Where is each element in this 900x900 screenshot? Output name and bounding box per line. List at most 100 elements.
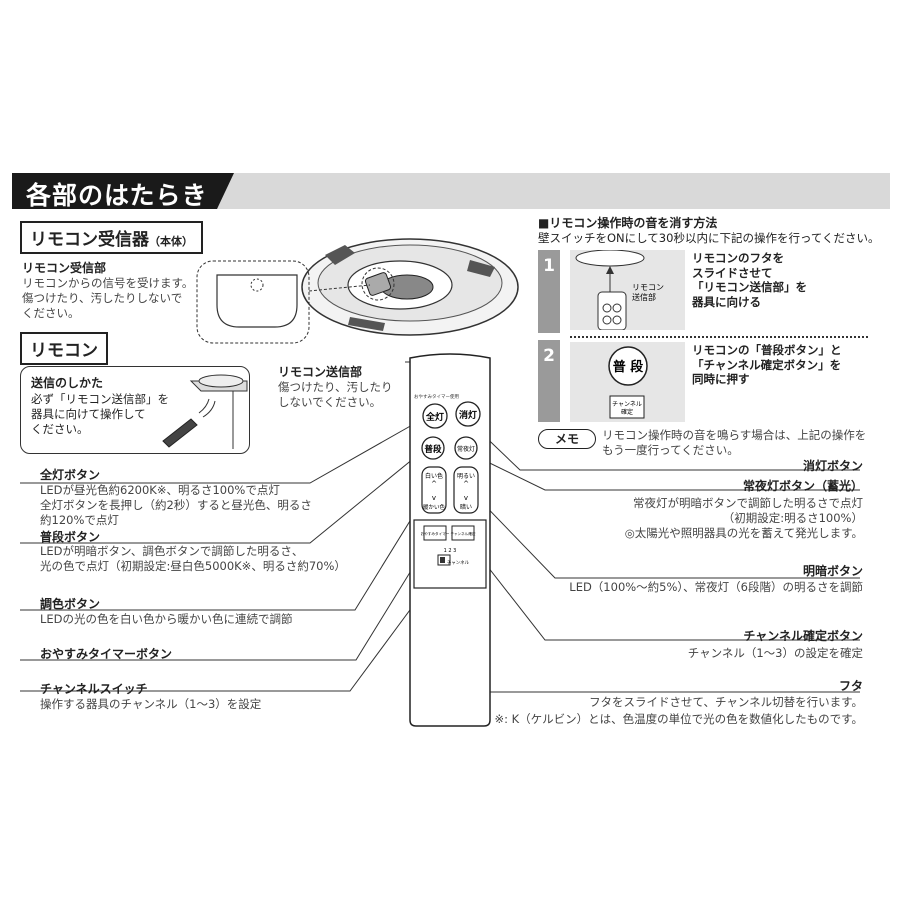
step-1-drawing: リモコン 送信部 <box>575 249 664 331</box>
sending-desc-line: ください。 <box>31 422 89 436</box>
night-light-desc-line: （初期設定:明るさ100%） <box>722 511 863 525</box>
lid-desc-line: フタをスライドさせて、チャンネル切替を行います。 <box>589 695 863 709</box>
step-2-confirm-label: チャンネル <box>612 401 642 408</box>
channel-confirm-button[interactable]: チャンネル確定 <box>450 525 476 541</box>
channel-switch-desc: 操作する器具のチャンネル（1～3）を設定 <box>40 697 261 712</box>
zoom-callout <box>196 260 395 344</box>
all-on-desc: LEDが昼光色約6200K※、明るさ100%で点灯 全灯ボタンを長押し（約2秒）… <box>40 483 312 528</box>
sensor-icon <box>250 278 264 292</box>
brightness-desc: LED（100%～約5%）、常夜灯（6段階）の明るさを調節 <box>569 580 863 595</box>
normal-button[interactable]: 普段 <box>421 436 445 460</box>
channel-confirm-title: チャンネル確定ボタン <box>743 629 863 643</box>
brightness-button[interactable]: 明るい ^ v 暗い <box>453 466 479 514</box>
memo-label: メモ <box>554 432 579 446</box>
bright-label: 明るい <box>457 473 475 480</box>
step-2-text-line: 同時に押す <box>692 372 750 386</box>
receiver-part-label: リモコン受信部 <box>22 261 107 275</box>
receiver-title-note: （本体） <box>149 235 193 248</box>
sending-label: 送信のしかた <box>31 376 104 390</box>
all-on-button-label: 全灯 <box>425 411 444 423</box>
night-light-desc-line: 常夜灯が明暗ボタンで調節した明るさで点灯 <box>633 496 863 510</box>
sleep-timer-button[interactable]: おやすみタイマー <box>421 525 450 541</box>
chevron-down-icon: v <box>464 494 468 502</box>
receiver-desc-line: リモコンからの信号を受けます。 <box>22 276 194 290</box>
section-title: 各部のはたらき <box>26 181 208 210</box>
channel-switch-label: チャンネル <box>447 560 470 566</box>
sending-desc: 必ず「リモコン送信部」を 器具に向けて操作して ください。 <box>31 392 169 437</box>
transmitter-label: リモコン送信部 <box>278 365 363 379</box>
sleep-timer-title: おやすみタイマーボタン <box>40 647 173 661</box>
all-on-label-block: 全灯ボタン <box>40 466 100 483</box>
normal-desc-line: 光の色で点灯（初期設定:昼白色5000K※、明るさ約70%） <box>40 559 346 573</box>
all-on-title: 全灯ボタン <box>40 468 101 482</box>
receiver-desc-line: ください。 <box>22 306 80 320</box>
transmitter-desc: 傷つけたり、汚したり しないでください。 <box>278 380 393 410</box>
receiver-title: リモコン受信器 <box>30 230 149 250</box>
remote-title-box: リモコン <box>20 332 108 365</box>
step-1-text-line: スライドさせて <box>692 265 773 280</box>
memo-text-line: もう一度行ってください。 <box>602 443 739 457</box>
night-light-button-label: 常夜灯 <box>457 445 475 453</box>
step-2-confirm-label: 確定 <box>621 408 633 416</box>
normal-button-label: 普段 <box>424 444 442 455</box>
step-1-text-line: リモコンのフタを <box>692 251 784 265</box>
color-warm-label: 暖かい色 <box>423 503 446 511</box>
memo-text: リモコン操作時の音を鳴らす場合は、上記の操作を もう一度行ってください。 <box>602 428 866 458</box>
color-white-label: 白い色 <box>425 472 443 480</box>
step-2-number: 2 <box>543 346 555 366</box>
memo-badge: メモ <box>538 429 596 449</box>
receiver-title-box: リモコン受信器（本体） <box>20 221 203 254</box>
channel-switch-numbers: 1 2 3 <box>444 548 457 554</box>
off-button[interactable]: 消灯 <box>455 401 481 427</box>
chevron-down-icon: v <box>432 494 436 502</box>
step-1-text: リモコンのフタを スライドさせて 「リモコン送信部」を 器具に向ける <box>692 251 807 309</box>
chevron-up-icon: ^ <box>431 480 437 488</box>
receiver-desc: リモコンからの信号を受けます。 傷つけたり、汚したりしないで ください。 <box>22 276 193 321</box>
color-title: 調色ボタン <box>40 597 101 611</box>
receiver-desc-line: 傷つけたり、汚したりしないで <box>22 291 183 305</box>
sending-illustration <box>162 374 248 449</box>
all-on-desc-line: 全灯ボタンを長押し（約2秒）すると昼光色、明るさ <box>40 498 312 512</box>
night-light-title: 常夜灯ボタン（蓄光） <box>742 479 863 493</box>
mute-subheading: 壁スイッチをONにして30秒以内に下記の操作を行ってください。 <box>538 231 880 245</box>
normal-desc: LEDが明暗ボタン、調色ボタンで調節した明るさ、 光の色で点灯（初期設定:昼白色… <box>40 544 346 574</box>
ceiling-unit-drawing <box>301 238 519 336</box>
lid-title: フタ <box>838 679 863 693</box>
night-light-button[interactable]: 常夜灯 <box>454 436 478 460</box>
channel-confirm-label: チャンネル確定 <box>450 531 475 536</box>
brightness-title: 明暗ボタン <box>802 564 863 578</box>
all-on-button[interactable]: 全灯 <box>422 403 448 429</box>
step-2-text-line: 「チャンネル確定ボタン」を <box>692 357 842 372</box>
sleep-timer-label: おやすみタイマー <box>421 531 450 536</box>
step-2-drawing: 普 段 チャンネル 確定 <box>608 346 648 419</box>
step-1-fig-label: リモコン <box>632 283 664 292</box>
off-title: 消灯ボタン <box>802 459 863 473</box>
transmitter-desc-line: 傷つけたり、汚したり <box>278 380 393 394</box>
channel-switch-title: チャンネルスイッチ <box>40 682 148 696</box>
sending-desc-line: 器具に向けて操作して <box>31 407 146 421</box>
step-2-figure: 普 段 チャンネル 確定 <box>570 342 685 422</box>
night-light-desc: 常夜灯が明暗ボタンで調節した明るさで点灯 （初期設定:明るさ100%） ◎太陽光… <box>625 496 863 541</box>
channel-confirm-desc-line: チャンネル（1～3）の設定を確定 <box>687 646 863 660</box>
off-button-label: 消灯 <box>459 409 477 421</box>
banner-background <box>12 173 890 209</box>
step-1-fig-label: 送信部 <box>632 292 656 302</box>
color-desc-line: LEDの光の色を白い色から暖かい色に連続で調節 <box>40 612 293 626</box>
color-desc: LEDの光の色を白い色から暖かい色に連続で調節 <box>40 612 293 627</box>
memo-text-line: リモコン操作時の音を鳴らす場合は、上記の操作を <box>602 428 867 442</box>
step-2-normal-button-label: 普 段 <box>613 359 644 375</box>
lid-desc: フタをスライドさせて、チャンネル切替を行います。 <box>589 695 863 710</box>
step-1-text-line: 器具に向ける <box>692 294 761 309</box>
footnote: ※: K（ケルビン）とは、色温度の単位で光の色を数値化したものです。 <box>494 712 863 726</box>
step-1-bar: 1 <box>538 250 560 333</box>
step-2-bar: 2 <box>538 340 560 422</box>
channel-switch[interactable] <box>437 554 451 566</box>
step-1-figure: リモコン 送信部 <box>570 249 685 331</box>
dark-label: 暗い <box>460 503 472 511</box>
night-light-desc-line: ◎太陽光や照明器具の光を蓄えて発光します。 <box>624 526 863 540</box>
color-button[interactable]: 白い色 ^ v 暖かい色 <box>421 466 447 514</box>
all-on-desc-line: LEDが昼光色約6200K※、明るさ100%で点灯 <box>40 483 280 497</box>
normal-title: 普段ボタン <box>40 530 101 544</box>
brightness-desc-line: LED（100%～約5%）、常夜灯（6段階）の明るさを調節 <box>569 580 863 594</box>
sending-method-box: 送信のしかた 必ず「リモコン送信部」を 器具に向けて操作して ください。 <box>20 366 250 454</box>
